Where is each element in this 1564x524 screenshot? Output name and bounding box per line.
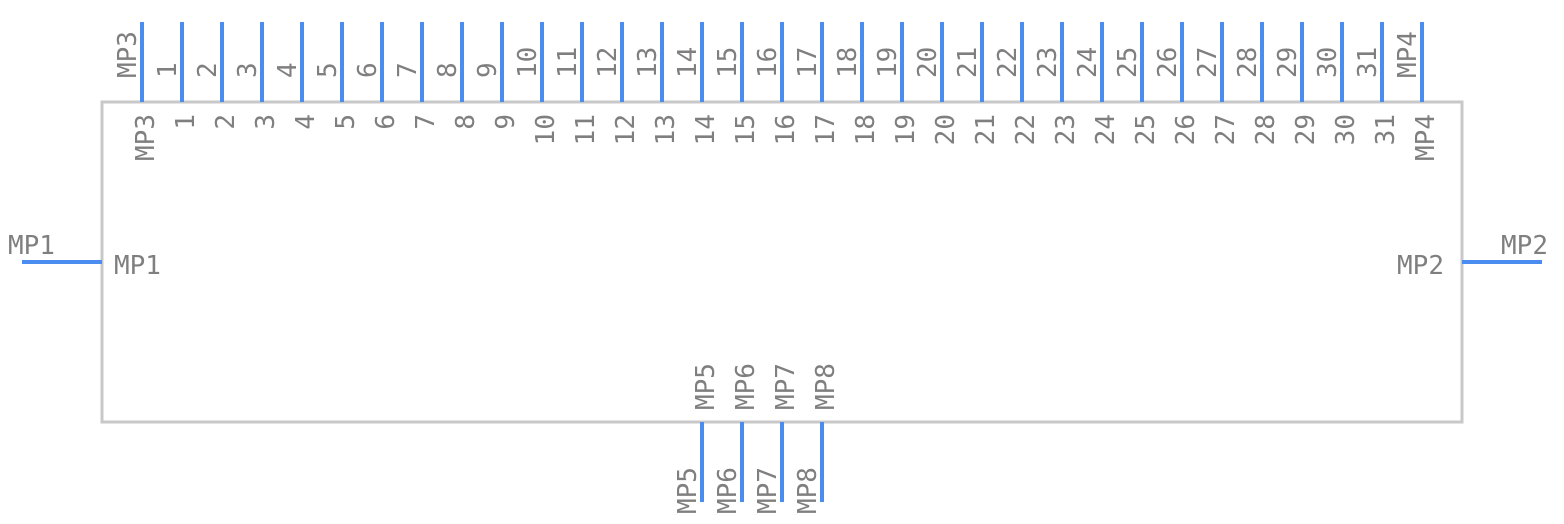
pin-28-inner-label: 28 [1251,114,1281,145]
pin-27-inner-label: 27 [1211,114,1241,145]
pin-31-outer-label: 31 [1353,47,1383,78]
pin-15-outer-label: 15 [713,47,743,78]
pin-4-inner-label: 4 [291,114,321,130]
pin-8-inner-label: 8 [451,114,481,130]
pin-3-inner-label: 3 [251,114,281,130]
pin-mp2-inner-label: MP2 [1397,251,1444,281]
pin-5-inner-label: 5 [331,114,361,130]
pin-29-outer-label: 29 [1273,47,1303,78]
pin-11-outer-label: 11 [553,47,583,78]
pin-12-inner-label: 12 [611,114,641,145]
pin-6-outer-label: 6 [353,62,383,78]
pin-19-inner-label: 19 [891,114,921,145]
pin-mp5-inner-label: MP5 [691,363,721,410]
pin-mp6-outer-label: MP6 [713,467,743,514]
pin-25-outer-label: 25 [1113,47,1143,78]
pin-18-outer-label: 18 [833,47,863,78]
pin-14-inner-label: 14 [691,114,721,145]
pin-16-outer-label: 16 [753,47,783,78]
pin-8-outer-label: 8 [433,62,463,78]
pin-17-outer-label: 17 [793,47,823,78]
pin-23-inner-label: 23 [1051,114,1081,145]
pin-1-outer-label: 1 [153,62,183,78]
pin-mp8-inner-label: MP8 [811,363,841,410]
pin-7-outer-label: 7 [393,62,423,78]
pin-28-outer-label: 28 [1233,47,1263,78]
pin-9-outer-label: 9 [473,62,503,78]
pin-mp4-outer-label: MP4 [1393,31,1423,78]
pin-4-outer-label: 4 [273,62,303,78]
pin-12-outer-label: 12 [593,47,623,78]
pin-1-inner-label: 1 [171,114,201,130]
pin-mp4-inner-label: MP4 [1411,114,1441,161]
pin-2-inner-label: 2 [211,114,241,130]
pin-mp3-inner-label: MP3 [131,114,161,161]
pin-16-inner-label: 16 [771,114,801,145]
pin-7-inner-label: 7 [411,114,441,130]
pin-mp6-inner-label: MP6 [731,363,761,410]
pin-mp1-inner-label: MP1 [114,251,161,281]
pin-30-outer-label: 30 [1313,47,1343,78]
pin-2-outer-label: 2 [193,62,223,78]
pin-29-inner-label: 29 [1291,114,1321,145]
pin-21-inner-label: 21 [971,114,1001,145]
pin-25-inner-label: 25 [1131,114,1161,145]
pin-mp5-outer-label: MP5 [673,467,703,514]
pin-27-outer-label: 27 [1193,47,1223,78]
pins-layer [22,22,1542,502]
pin-23-outer-label: 23 [1033,47,1063,78]
pin-17-inner-label: 17 [811,114,841,145]
pin-13-inner-label: 13 [651,114,681,145]
pin-26-inner-label: 26 [1171,114,1201,145]
pin-9-inner-label: 9 [491,114,521,130]
pin-3-outer-label: 3 [233,62,263,78]
pin-24-inner-label: 24 [1091,114,1121,145]
pin-19-outer-label: 19 [873,47,903,78]
pin-14-outer-label: 14 [673,47,703,78]
pin-6-inner-label: 6 [371,114,401,130]
pin-20-inner-label: 20 [931,114,961,145]
pin-18-inner-label: 18 [851,114,881,145]
pin-30-inner-label: 30 [1331,114,1361,145]
pin-15-inner-label: 15 [731,114,761,145]
pin-mp1-outer-label: MP1 [8,231,55,261]
pin-mp8-outer-label: MP8 [793,467,823,514]
pin-5-outer-label: 5 [313,62,343,78]
labels-layer: MP3MP31122334455667788991010111112121313… [8,31,1548,514]
pin-10-inner-label: 10 [531,114,561,145]
pin-31-inner-label: 31 [1371,114,1401,145]
pin-22-inner-label: 22 [1011,114,1041,145]
pin-mp3-outer-label: MP3 [113,31,143,78]
pin-13-outer-label: 13 [633,47,663,78]
pin-20-outer-label: 20 [913,47,943,78]
pin-mp7-outer-label: MP7 [753,467,783,514]
pin-11-inner-label: 11 [571,114,601,145]
pin-mp2-outer-label: MP2 [1501,231,1548,261]
pin-24-outer-label: 24 [1073,47,1103,78]
pin-26-outer-label: 26 [1153,47,1183,78]
pin-22-outer-label: 22 [993,47,1023,78]
pin-10-outer-label: 10 [513,47,543,78]
pin-21-outer-label: 21 [953,47,983,78]
pin-mp7-inner-label: MP7 [771,363,801,410]
